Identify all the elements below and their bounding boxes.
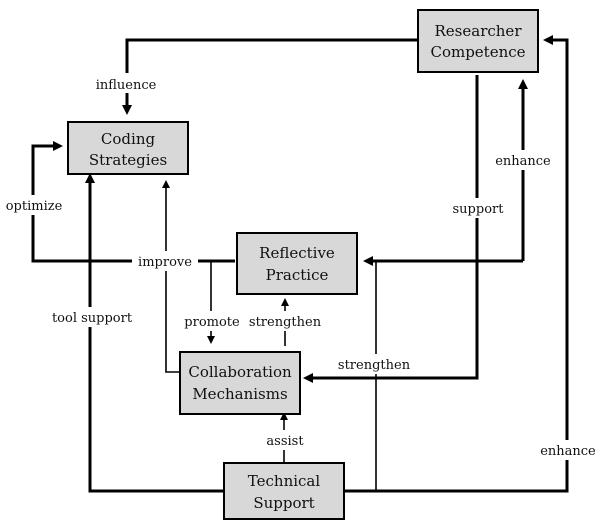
edge-label-influence: influence [90,73,162,93]
edge-label-tool-support: tool support [46,307,138,327]
svg-text:promote: promote [184,315,240,330]
edge-label-strengthen-side: strengthen [338,354,412,374]
svg-text:support: support [453,202,505,217]
edge-label-strengthen-up: strengthen [248,311,322,331]
edge-label-enhance-reflective: enhance [493,150,553,170]
svg-text:Support: Support [253,494,314,512]
svg-text:assist: assist [266,434,304,449]
svg-text:Technical: Technical [248,472,321,490]
svg-text:enhance: enhance [540,444,596,459]
edge-line-enhance-technical [345,35,569,493]
node-technical-support: Technical Support [223,462,345,520]
svg-text:Coding: Coding [101,130,156,148]
svg-text:strengthen: strengthen [338,358,411,373]
edge-label-optimize: optimize [2,195,66,215]
svg-text:Researcher: Researcher [435,22,523,40]
svg-text:improve: improve [138,255,192,270]
edge-line-tool-support [85,173,223,493]
edge-line-improve [162,180,180,373]
svg-text:enhance: enhance [495,154,551,169]
svg-text:Collaboration: Collaboration [188,363,292,381]
edge-line-influence [122,38,418,115]
svg-text:Competence: Competence [430,43,525,61]
node-reflective-practice: Reflective Practice [236,232,358,295]
svg-text:Strategies: Strategies [89,151,167,169]
svg-text:optimize: optimize [6,199,63,214]
svg-text:Reflective: Reflective [259,244,335,262]
svg-text:influence: influence [96,78,157,93]
edge-label-assist: assist [262,430,308,450]
edge-label-improve: improve [132,251,198,271]
svg-text:Mechanisms: Mechanisms [192,385,287,403]
edge-label-enhance-technical: enhance [537,440,599,460]
node-researcher-competence: Researcher Competence [417,9,539,73]
svg-text:Practice: Practice [266,266,329,284]
edge-line-support [303,75,479,383]
svg-text:strengthen: strengthen [249,315,322,330]
edge-label-support: support [448,198,508,218]
svg-text:tool support: tool support [52,311,133,326]
node-collaboration-mechanisms: Collaboration Mechanisms [179,351,301,415]
node-coding-strategies: Coding Strategies [67,121,189,175]
edge-label-promote: promote [180,311,242,331]
